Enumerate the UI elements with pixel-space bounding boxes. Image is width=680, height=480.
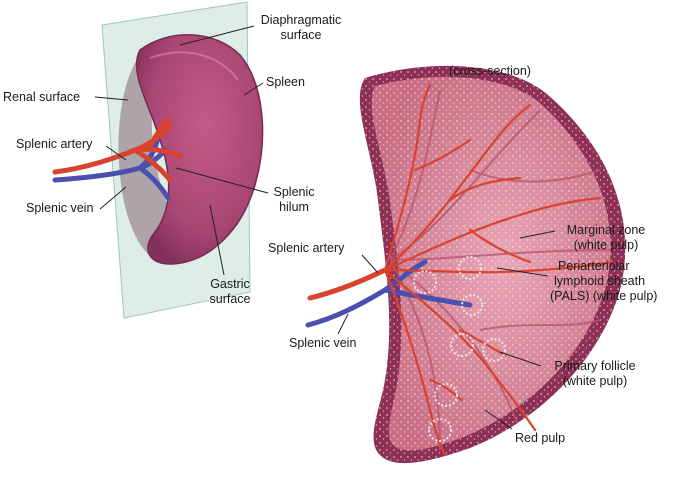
label-splenic-artery-left: Splenic artery: [16, 137, 93, 151]
label-splenic-hilum-line1: Splenic: [273, 185, 315, 199]
label-spleen: Spleen: [266, 75, 305, 89]
white-pulp-follicles: [413, 256, 506, 442]
label-marginal-zone-line2: (white pulp): [573, 238, 639, 252]
label-gastric-surface-line1: Gastric: [210, 277, 250, 291]
label-gastric-surface-line2: surface: [209, 292, 251, 306]
label-pals-line3: (PALS) (white pulp): [550, 289, 658, 303]
label-splenic-vein-left: Splenic vein: [26, 201, 94, 215]
label-splenic-artery-right: Splenic artery: [268, 241, 345, 255]
label-primary-follicle: Primary follicle (white pulp): [543, 359, 647, 389]
label-diaphragmatic-surface-line1: Diaphragmatic: [260, 13, 342, 27]
label-pals-line1: Periarteriolar: [558, 259, 630, 273]
label-gastric-surface: Gastric surface: [197, 277, 263, 307]
splenic-artery-left-vessel: [52, 117, 183, 183]
label-pals: Periarteriolar lymphoid sheath (PALS) (w…: [550, 259, 657, 304]
label-splenic-hilum: Splenic hilum: [264, 185, 324, 215]
label-diaphragmatic-surface: Diaphragmatic surface: [252, 13, 350, 43]
label-splenic-hilum-line2: hilum: [279, 200, 309, 214]
label-splenic-vein-right: Splenic vein: [289, 336, 357, 350]
label-red-pulp: Red pulp: [515, 431, 566, 445]
label-marginal-zone: Marginal zone (white pulp): [556, 223, 656, 253]
label-primary-follicle-line1: Primary follicle: [554, 359, 636, 373]
label-marginal-zone-line1: Marginal zone: [566, 223, 646, 237]
leader-lines: [94, 25, 556, 430]
label-pals-line2: lymphoid sheath: [554, 274, 646, 288]
label-renal-surface: Renal surface: [3, 90, 81, 104]
splenic-artery-right-vessel: [307, 267, 388, 301]
label-cross-section: (cross-section): [449, 64, 531, 78]
label-primary-follicle-line2: (white pulp): [562, 374, 628, 388]
label-diaphragmatic-surface-line2: surface: [280, 28, 322, 42]
splenic-vein-left-vessel: [52, 135, 171, 201]
